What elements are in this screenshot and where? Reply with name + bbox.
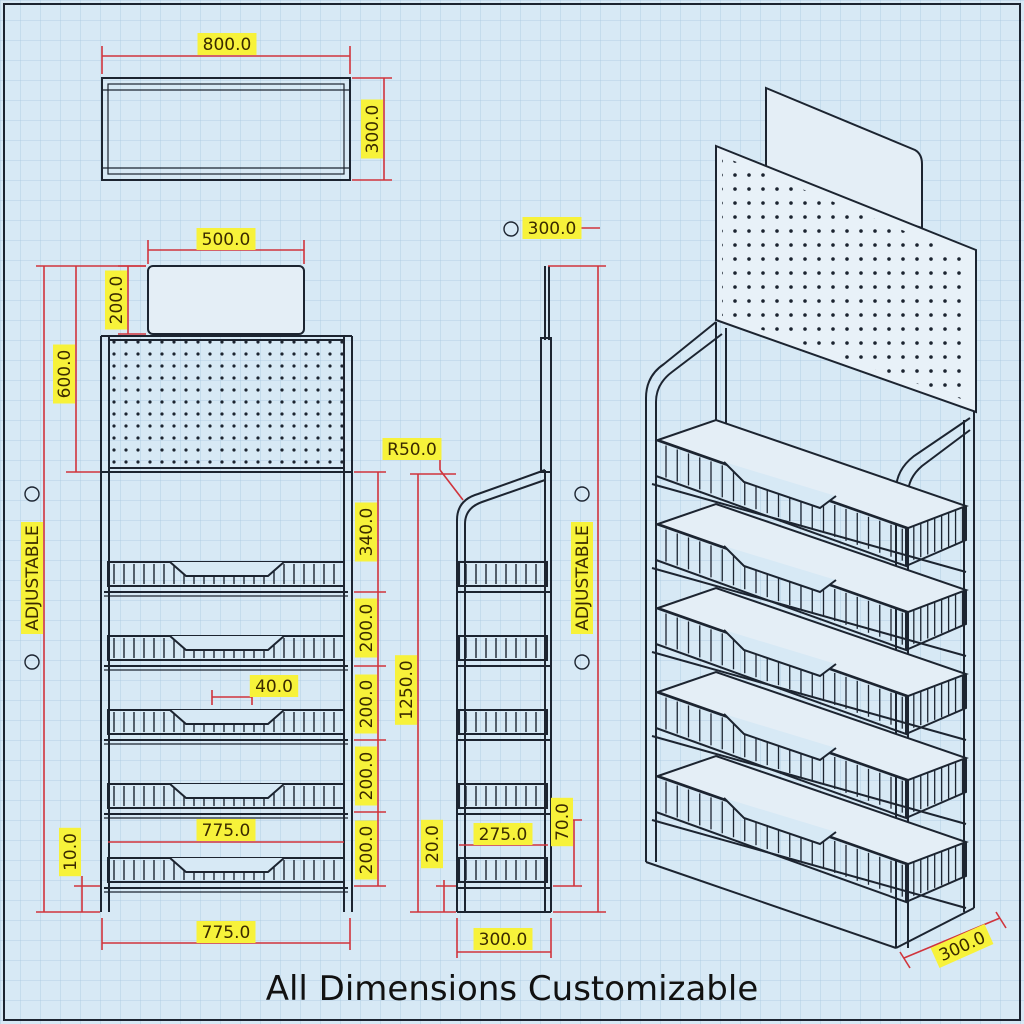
- svg-text:300.0: 300.0: [528, 219, 577, 239]
- front-shelf: [104, 709, 348, 745]
- front-shelf: [104, 783, 348, 819]
- side-shelf: [457, 857, 551, 889]
- svg-text:275.0: 275.0: [479, 825, 528, 845]
- dimension-label-shelf-gap-5: 200.0: [355, 820, 377, 880]
- svg-text:R50.0: R50.0: [387, 440, 437, 460]
- svg-text:70.0: 70.0: [553, 803, 573, 841]
- dimension-label-side-base-depth: 300.0: [473, 928, 533, 950]
- front-shelf: [104, 561, 348, 597]
- svg-text:300.0: 300.0: [363, 105, 383, 154]
- svg-text:200.0: 200.0: [357, 752, 377, 801]
- dimension-label-side-lip: 70.0: [551, 797, 573, 847]
- svg-text:775.0: 775.0: [202, 821, 251, 841]
- front-shelf: [104, 857, 348, 893]
- front-shelf: [104, 635, 348, 671]
- dimension-label-shelf-width: 775.0: [196, 819, 256, 841]
- side-shelf: [457, 783, 551, 815]
- svg-text:ADJUSTABLE: ADJUSTABLE: [23, 525, 43, 631]
- side-view: [456, 266, 552, 913]
- dimension-label-shelf-gap-2: 200.0: [355, 598, 377, 658]
- dimension-label-shelf-gap-1: 340.0: [355, 502, 377, 562]
- dimension-label-front-adjustable: ADJUSTABLE: [21, 522, 43, 634]
- svg-text:340.0: 340.0: [357, 508, 377, 557]
- adjust-arrows: [24, 221, 590, 670]
- svg-text:300.0: 300.0: [479, 930, 528, 950]
- svg-text:1250.0: 1250.0: [397, 660, 417, 719]
- svg-text:800.0: 800.0: [203, 35, 252, 55]
- svg-text:200.0: 200.0: [357, 826, 377, 875]
- svg-text:40.0: 40.0: [255, 677, 293, 697]
- dimension-label-bar-spacing: 40.0: [249, 675, 299, 697]
- svg-text:200.0: 200.0: [357, 680, 377, 729]
- dimension-label-side-height: 1250.0: [395, 655, 417, 725]
- svg-text:20.0: 20.0: [423, 825, 443, 863]
- iso-shelf: [651, 502, 969, 657]
- svg-text:775.0: 775.0: [202, 923, 251, 943]
- svg-text:500.0: 500.0: [202, 230, 251, 250]
- side-shelf: [457, 635, 551, 667]
- dimension-label-side-shelf-depth: 275.0: [473, 823, 533, 845]
- iso-shelf: [651, 754, 969, 909]
- side-shelf: [457, 561, 551, 593]
- dimension-label-shelf-gap-4: 200.0: [355, 746, 377, 806]
- dimension-label-header-height: 200.0: [105, 270, 127, 330]
- svg-text:ADJUSTABLE: ADJUSTABLE: [573, 525, 593, 631]
- svg-text:200.0: 200.0: [107, 276, 127, 325]
- footer-caption: All Dimensions Customizable: [266, 969, 759, 1009]
- dimension-label-side-foot: 20.0: [421, 819, 443, 869]
- dimension-label-panel-height: 600.0: [53, 344, 75, 404]
- dimension-label-side-adjustable: ADJUSTABLE: [571, 522, 593, 634]
- front-view: [100, 265, 353, 912]
- dimension-label-foot-height: 10.0: [59, 827, 81, 877]
- iso-shelf: [651, 670, 969, 825]
- dimension-label-top-depth: 300.0: [361, 99, 383, 159]
- dimension-label-side-radius: R50.0: [382, 438, 442, 460]
- dimension-label-shelf-gap-3: 200.0: [355, 674, 377, 734]
- svg-text:10.0: 10.0: [61, 833, 81, 871]
- svg-text:600.0: 600.0: [55, 350, 75, 399]
- iso-shelf: [651, 586, 969, 741]
- isometric-view: [645, 86, 977, 949]
- dimension-label-side-top-depth: 300.0: [522, 217, 582, 239]
- dimension-label-base-width: 775.0: [196, 921, 256, 943]
- dimension-label-header-width: 500.0: [196, 228, 256, 250]
- side-shelf: [457, 709, 551, 741]
- svg-text:200.0: 200.0: [357, 604, 377, 653]
- iso-shelf: [651, 418, 969, 573]
- top-view: [101, 77, 351, 181]
- border-frame: [3, 3, 1021, 1021]
- dimension-label-top-width: 800.0: [197, 33, 257, 55]
